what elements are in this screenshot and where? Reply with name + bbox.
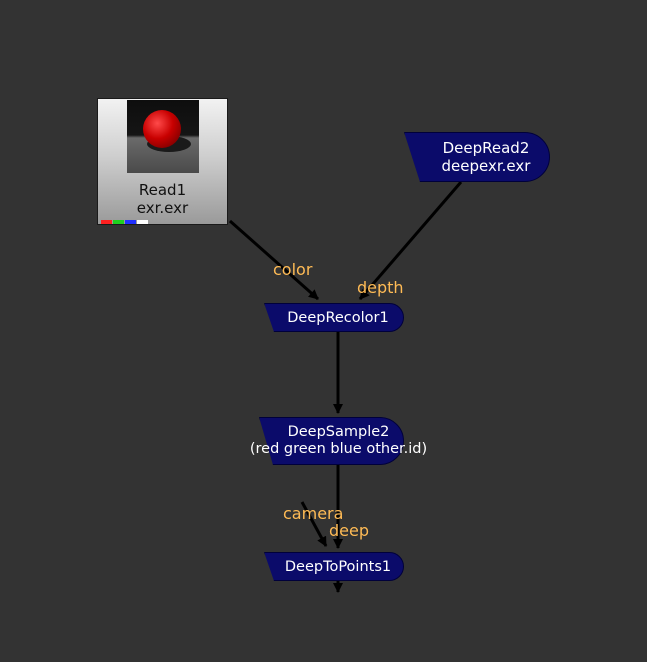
deeptopoints1-node[interactable]: DeepToPoints1 [264, 552, 404, 581]
edge-deepread2-to-recolor[interactable] [358, 181, 463, 300]
deepsample2-name: DeepSample2 [287, 424, 390, 440]
channel-green-indicator [113, 220, 124, 224]
channel-alpha-indicator [137, 220, 148, 224]
deepread2-file: deepexr.exr [441, 157, 531, 175]
read1-node[interactable]: Read1 exr.exr [97, 98, 228, 225]
input-label-camera: camera [283, 504, 344, 523]
input-label-depth: depth [357, 278, 404, 297]
deepread2-name: DeepRead2 [442, 139, 530, 157]
read1-thumbnail [127, 100, 199, 173]
deeprecolor1-node[interactable]: DeepRecolor1 [264, 303, 404, 332]
deeprecolor1-name: DeepRecolor1 [287, 310, 389, 326]
read1-file: exr.exr [136, 199, 189, 217]
input-label-deep: deep [329, 521, 369, 540]
deepsample2-node[interactable]: DeepSample2 [259, 417, 404, 465]
deepread2-node[interactable]: DeepRead2 deepexr.exr [404, 132, 550, 182]
edge-camera-input[interactable] [300, 501, 328, 547]
channel-blue-indicator [125, 220, 136, 224]
read1-name: Read1 [138, 181, 187, 199]
edge-read1-to-recolor[interactable] [229, 219, 319, 301]
deeptopoints1-name: DeepToPoints1 [284, 559, 392, 575]
deepsample2-channels: (red green blue other.id) [249, 441, 428, 457]
input-label-color: color [273, 260, 313, 279]
channel-red-indicator [101, 220, 112, 224]
red-sphere-image [143, 110, 181, 148]
